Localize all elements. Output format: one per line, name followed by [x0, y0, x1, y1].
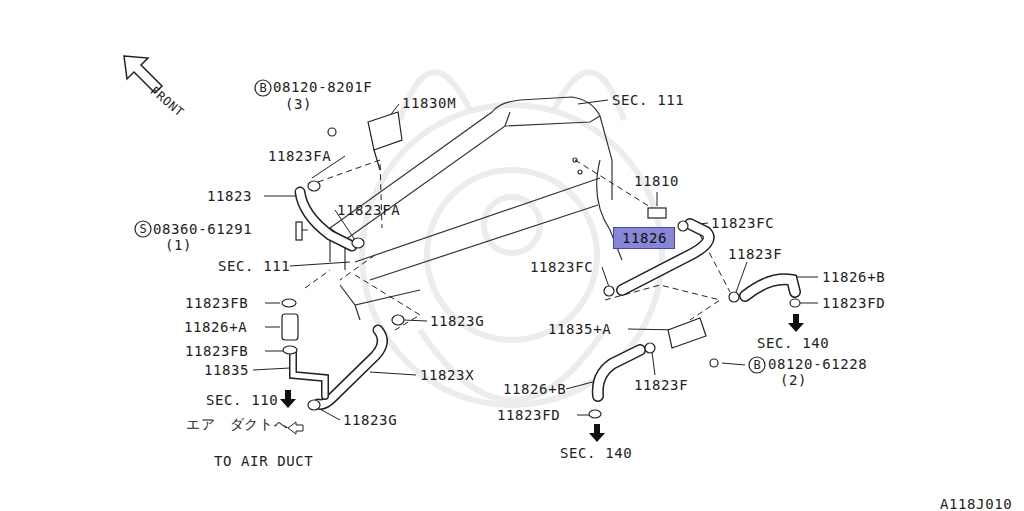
- part-label: 11823FB: [185, 294, 248, 312]
- part-label: A118J010: [940, 495, 1012, 511]
- dashed-lines: [290, 160, 730, 330]
- part-number: 11826: [622, 229, 668, 247]
- part-label: 11823F: [634, 376, 688, 394]
- part-label: 08120-61228: [768, 355, 867, 373]
- part-label: B: [750, 356, 764, 374]
- part-label: 11823FD: [497, 406, 560, 424]
- part-label: 11823X: [420, 366, 474, 384]
- part-label: 11823G: [343, 411, 397, 429]
- part-label: 11823F: [728, 245, 782, 263]
- part-label: 11823FA: [337, 201, 400, 219]
- part-label: TO AIR DUCT: [214, 452, 313, 470]
- part-label: 08120-8201F: [273, 78, 372, 96]
- part-label: 11826+B: [822, 268, 885, 286]
- part-label: (2): [780, 371, 807, 389]
- circle-symbols: [135, 80, 765, 373]
- part-label: 11835+A: [548, 320, 611, 338]
- part-label: 11830M: [402, 94, 456, 112]
- part-label: 11823G: [430, 312, 484, 330]
- part-label: 11823: [207, 187, 252, 205]
- part-label: SEC. 140: [560, 444, 632, 462]
- part-label: 11823FC: [711, 214, 774, 232]
- part-label: B: [256, 79, 270, 97]
- part-label: 08360-61291: [153, 220, 252, 238]
- air-duct-arrow: [288, 422, 303, 434]
- part-label: SEC. 111: [218, 257, 290, 275]
- part-label: 11823FD: [822, 294, 885, 312]
- part-label: 11826+A: [184, 318, 247, 336]
- part-label: エア ダクトへ: [186, 415, 288, 433]
- part-label: SEC. 140: [757, 334, 829, 352]
- part-label: (1): [165, 236, 192, 254]
- part-label: FRONT: [146, 82, 188, 121]
- leader-lines: [253, 100, 818, 420]
- down-arrows: [280, 314, 804, 442]
- part-label: 11823FB: [185, 342, 248, 360]
- part-label: 11823FC: [530, 258, 593, 276]
- part-label: 11835: [204, 361, 249, 379]
- part-label: SEC. 111: [612, 91, 684, 109]
- highlight-box: 11826: [613, 227, 675, 249]
- part-label: 11823FA: [268, 147, 331, 165]
- part-label: 11826+B: [503, 380, 566, 398]
- small-parts: [282, 112, 800, 418]
- part-label: 11810: [634, 172, 679, 190]
- part-label: (3): [285, 95, 312, 113]
- part-label: S: [136, 220, 150, 238]
- part-label: SEC. 110: [206, 391, 278, 409]
- hoses: [293, 192, 795, 404]
